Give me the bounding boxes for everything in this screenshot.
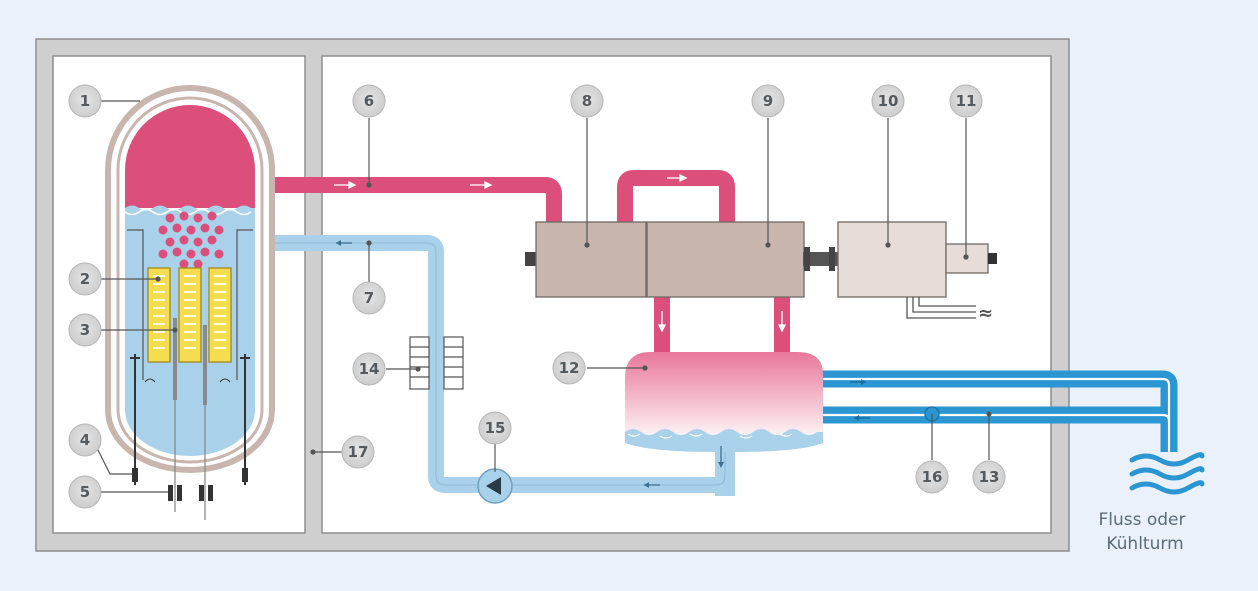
badge-5: 5 bbox=[68, 475, 102, 509]
badge-15: 15 bbox=[478, 411, 512, 445]
svg-text:6: 6 bbox=[364, 92, 374, 110]
turbine-set: ≈ bbox=[525, 221, 997, 324]
svg-text:14: 14 bbox=[359, 360, 380, 378]
river-caption: Fluss oder Kühlturm bbox=[1098, 510, 1185, 554]
generator bbox=[837, 221, 947, 298]
badge-13: 13 bbox=[972, 460, 1006, 494]
svg-text:15: 15 bbox=[485, 419, 506, 437]
hp-turbine bbox=[535, 221, 647, 298]
leader-lines bbox=[94, 100, 992, 493]
svg-text:11: 11 bbox=[956, 92, 977, 110]
svg-text:8: 8 bbox=[582, 92, 592, 110]
svg-text:12: 12 bbox=[559, 359, 580, 377]
svg-text:9: 9 bbox=[763, 92, 773, 110]
svg-text:1: 1 bbox=[80, 92, 90, 110]
river-waves bbox=[1129, 452, 1205, 495]
badge-9: 9 bbox=[751, 84, 785, 118]
badge-8: 8 bbox=[570, 84, 604, 118]
badge-7: 7 bbox=[352, 281, 386, 315]
svg-text:4: 4 bbox=[80, 431, 90, 449]
feedwater-circuit bbox=[255, 235, 733, 493]
caption-line1: Fluss oder bbox=[1098, 510, 1185, 530]
svg-text:3: 3 bbox=[80, 321, 90, 339]
feedwater-pump bbox=[477, 468, 513, 504]
svg-text:7: 7 bbox=[364, 289, 374, 307]
svg-text:16: 16 bbox=[922, 468, 943, 486]
badge-3: 3 bbox=[68, 313, 102, 347]
svg-text:17: 17 bbox=[348, 443, 369, 461]
badge-6: 6 bbox=[352, 84, 386, 118]
lp-turbine bbox=[646, 221, 805, 298]
svg-text:10: 10 bbox=[878, 92, 899, 110]
badge-4: 4 bbox=[68, 423, 102, 457]
badge-2: 2 bbox=[68, 262, 102, 296]
reactor-pressure-vessel bbox=[105, 85, 275, 520]
badge-10: 10 bbox=[871, 84, 905, 118]
badge-17: 17 bbox=[341, 435, 375, 469]
steam-bubbles bbox=[158, 211, 224, 269]
badge-14: 14 bbox=[352, 352, 386, 386]
preheater bbox=[409, 336, 464, 390]
svg-text:2: 2 bbox=[80, 270, 90, 288]
badge-12: 12 bbox=[552, 351, 586, 385]
badge-16: 16 bbox=[915, 460, 949, 494]
steam-lines bbox=[255, 170, 790, 352]
caption-line2: Kühlturm bbox=[1106, 534, 1183, 554]
number-badges: 1 2 3 4 5 6 7 8 9 10 11 12 13 14 15 16 1… bbox=[68, 84, 1006, 509]
badge-11: 11 bbox=[949, 84, 983, 118]
badge-1: 1 bbox=[68, 84, 102, 118]
ac-symbol: ≈ bbox=[978, 303, 993, 324]
svg-text:5: 5 bbox=[80, 483, 90, 501]
svg-text:13: 13 bbox=[979, 468, 1000, 486]
fuel-elements bbox=[147, 267, 232, 363]
